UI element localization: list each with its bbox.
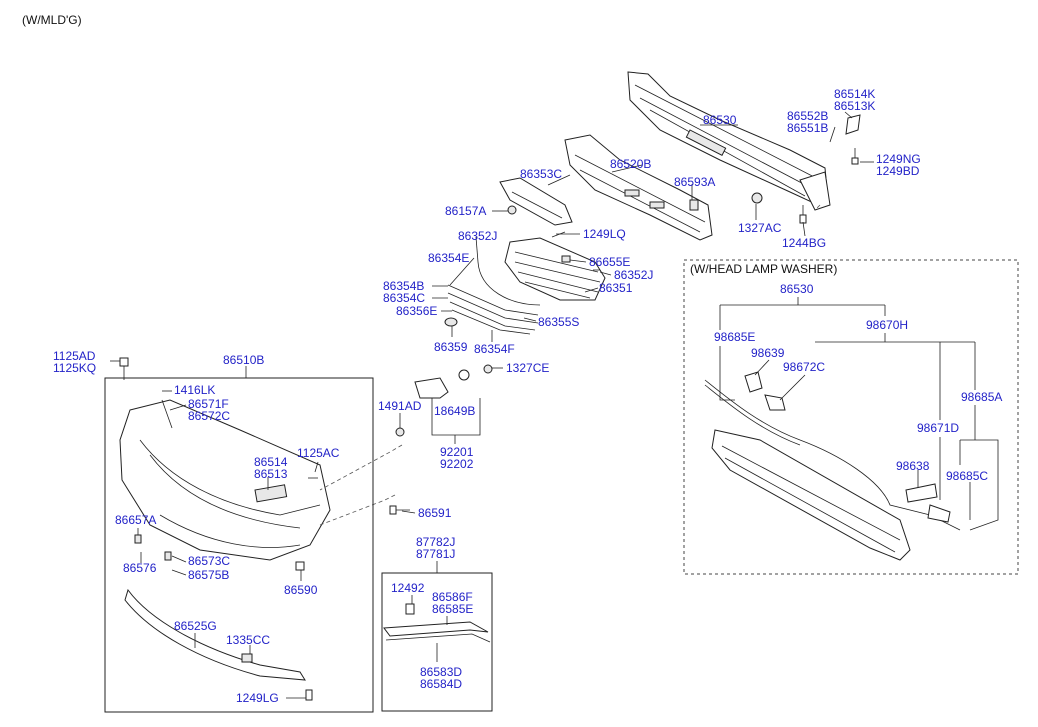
- label-98672C: 98672C: [783, 360, 825, 374]
- lower-lip-drawing: [124, 588, 313, 701]
- label-98685C: 98685C: [946, 469, 988, 483]
- label-86513K: 86513K: [834, 99, 875, 113]
- label-1249BD: 1249BD: [876, 164, 920, 178]
- label-92202: 92202: [440, 457, 474, 471]
- label-86354F: 86354F: [474, 342, 515, 356]
- leader-lines: [110, 111, 999, 699]
- label-86583D: 86583D: [420, 665, 462, 679]
- label-86351: 86351: [599, 281, 633, 295]
- label-1125KQ: 1125KQ: [53, 361, 96, 375]
- label-1491AD: 1491AD: [378, 399, 422, 413]
- dash-guides: [319, 204, 821, 526]
- label-98638: 98638: [896, 459, 930, 473]
- label-1125AD: 1125AD: [53, 349, 96, 363]
- label-1327AC: 1327AC: [738, 221, 782, 235]
- label-86585E: 86585E: [432, 602, 473, 616]
- label-1249NG: 1249NG: [876, 152, 921, 166]
- side-molding-drawing: [383, 603, 491, 643]
- label-86352J-b: 86352J: [614, 268, 653, 282]
- label-86530: 86530: [703, 113, 737, 127]
- label-86354B: 86354B: [383, 279, 424, 293]
- label-98671D: 98671D: [917, 421, 959, 435]
- label-86590: 86590: [284, 583, 318, 597]
- radiator-grille-drawing: [477, 237, 606, 306]
- label-86573C: 86573C: [188, 554, 230, 568]
- label-98670H: 98670H: [866, 318, 908, 332]
- label-86576: 86576: [123, 561, 157, 575]
- label-86359: 86359: [434, 340, 468, 354]
- label-12492: 12492: [391, 581, 425, 595]
- label-86591: 86591: [418, 506, 452, 520]
- label-86354E: 86354E: [428, 251, 469, 265]
- label-86655E: 86655E: [589, 255, 630, 269]
- label-86520B: 86520B: [610, 157, 651, 171]
- label-18649B: 18649B: [434, 404, 475, 418]
- label-86593A: 86593A: [674, 175, 715, 189]
- label-1327CE: 1327CE: [506, 361, 549, 375]
- grille-bracket-drawing: [499, 177, 573, 226]
- washer-system-drawing: [704, 371, 961, 561]
- label-86157A: 86157A: [445, 204, 486, 218]
- bumper-cover-frame: [104, 377, 374, 713]
- label-92201: 92201: [440, 445, 474, 459]
- label-w86530: 86530: [780, 282, 814, 296]
- label-98639: 98639: [751, 346, 785, 360]
- label-1244BG: 1244BG: [782, 236, 826, 250]
- label-86514K: 86514K: [834, 87, 875, 101]
- label-86510B: 86510B: [223, 353, 264, 367]
- fasteners-mid-drawing: [119, 357, 410, 515]
- label-98685A: 98685A: [961, 390, 1002, 404]
- callout-labels: 86514K 86513K 86530 86552B 86551B 1249NG…: [53, 87, 921, 705]
- label-1335CC: 1335CC: [226, 633, 270, 647]
- label-1249LG: 1249LG: [236, 691, 279, 705]
- variant-header: (W/MLD'G): [22, 13, 82, 27]
- fasteners-upper-drawing: [507, 114, 861, 271]
- bumper-cover-drawing: [119, 399, 331, 571]
- label-86552B: 86552B: [787, 109, 828, 123]
- label-87781J: 87781J: [416, 547, 455, 561]
- label-1416LK: 1416LK: [174, 383, 215, 397]
- label-86352J-a: 86352J: [458, 229, 497, 243]
- label-86575B: 86575B: [188, 568, 229, 582]
- label-86354C: 86354C: [383, 291, 425, 305]
- label-86353C: 86353C: [520, 167, 562, 181]
- back-beam-drawing: [627, 71, 831, 211]
- grille-molding-drawing: [444, 284, 539, 335]
- label-1125AC: 1125AC: [297, 446, 340, 460]
- label-1249LQ: 1249LQ: [583, 227, 626, 241]
- label-87782J: 87782J: [416, 535, 455, 549]
- label-86513: 86513: [254, 467, 288, 481]
- label-86657A: 86657A: [115, 513, 156, 527]
- label-86551B: 86551B: [787, 121, 828, 135]
- energy-absorber-drawing: [564, 134, 713, 241]
- washer-box-title: (W/HEAD LAMP WASHER): [690, 262, 837, 276]
- washer-labels: (W/HEAD LAMP WASHER) 86530 98685E 98670H…: [690, 262, 1002, 483]
- label-98685E: 98685E: [714, 330, 755, 344]
- label-86584D: 86584D: [420, 677, 462, 691]
- label-86586F: 86586F: [432, 590, 473, 604]
- label-86571F: 86571F: [188, 397, 229, 411]
- label-86514: 86514: [254, 455, 288, 469]
- label-86525G: 86525G: [174, 619, 217, 633]
- fog-lamp-drawing: [414, 364, 493, 444]
- label-86355S: 86355S: [538, 315, 579, 329]
- label-86572C: 86572C: [188, 409, 230, 423]
- label-86356E: 86356E: [396, 304, 437, 318]
